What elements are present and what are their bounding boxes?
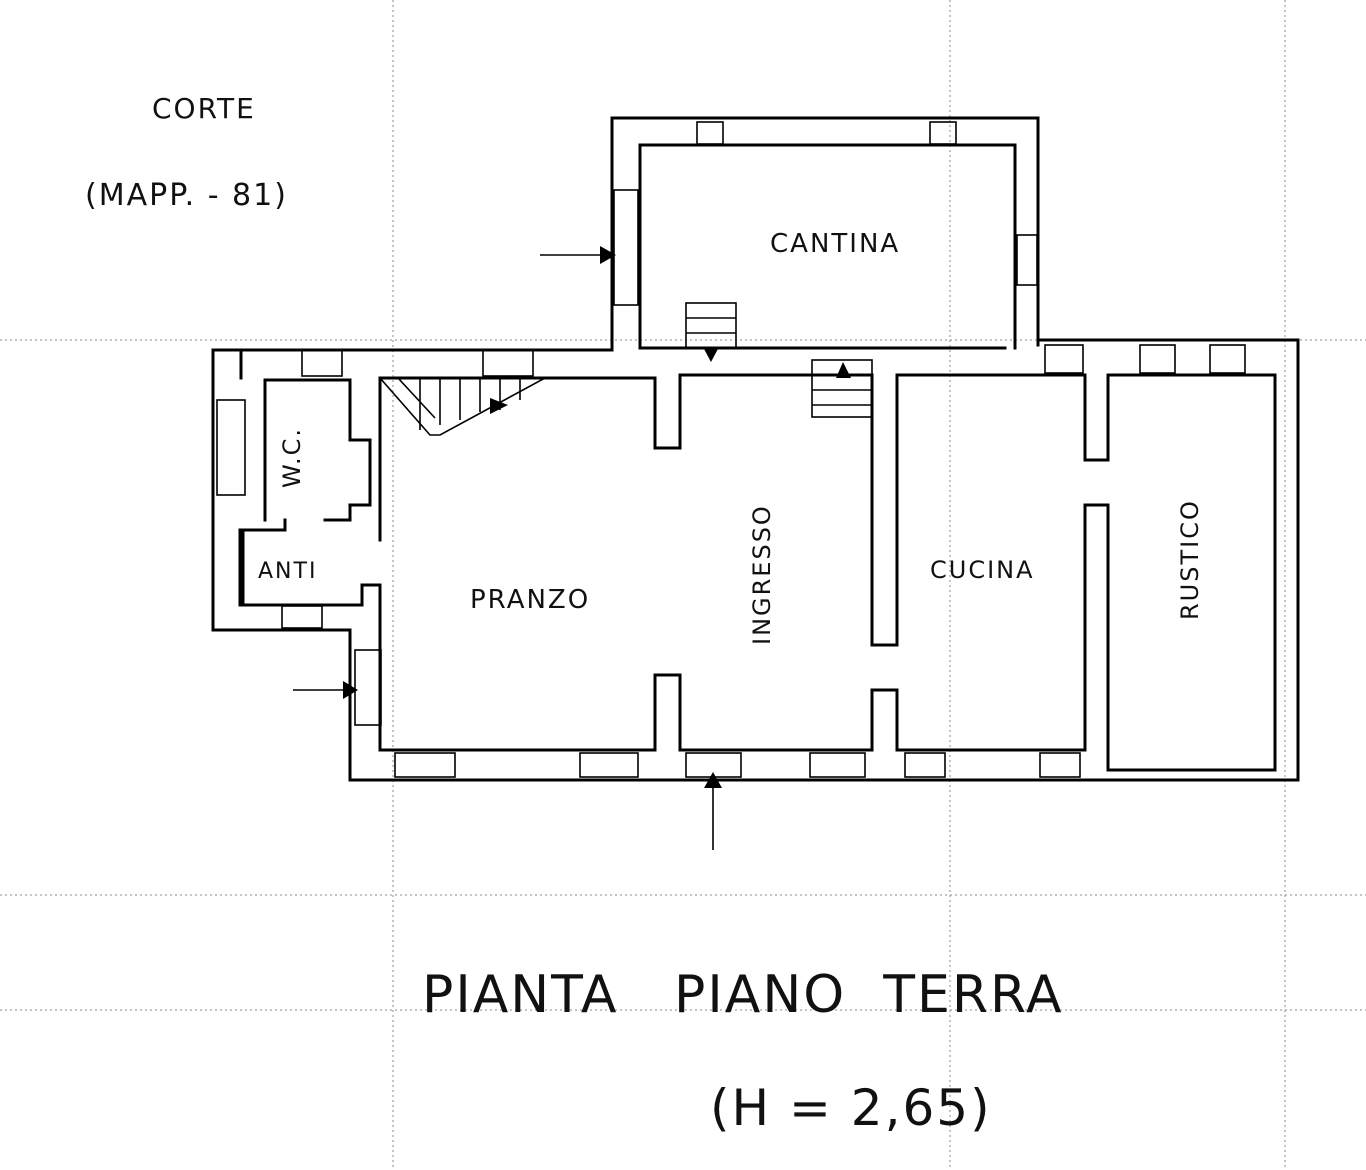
- site-label: CORTE: [152, 92, 256, 125]
- plan-height: (H = 2,65): [710, 1079, 992, 1137]
- parcel-label: (MAPP. - 81): [85, 178, 288, 213]
- room-label-anti: ANTI: [258, 559, 317, 584]
- room-label-pranzo: PRANZO: [470, 585, 590, 615]
- entrance-arrows: [293, 246, 851, 850]
- room-label-wc: W.C.: [278, 427, 306, 488]
- walls: [211, 116, 1300, 782]
- room-label-cucina: CUCINA: [930, 556, 1035, 584]
- windows: [281, 121, 1246, 778]
- plan-title: PIANTA PIANO TERRA: [422, 965, 1064, 1025]
- room-label-rustico: RUSTICO: [1176, 499, 1204, 620]
- room-label-ingresso: INGRESSO: [748, 504, 776, 645]
- room-label-cantina: CANTINA: [770, 229, 900, 259]
